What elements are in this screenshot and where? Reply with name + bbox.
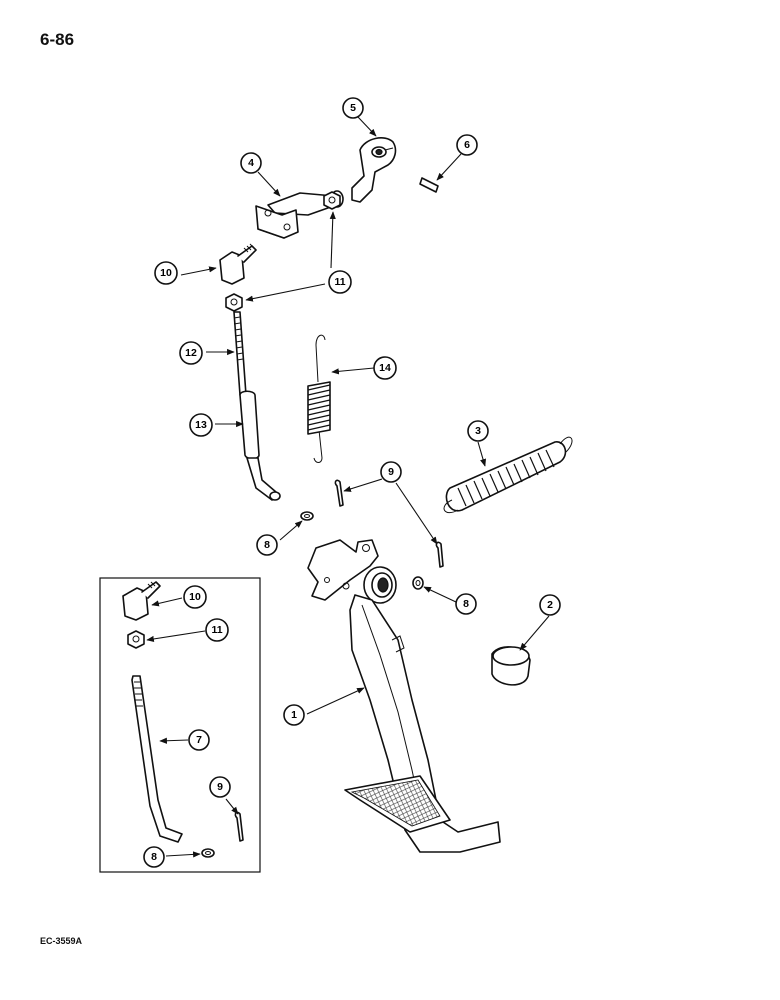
svg-text:10: 10 — [160, 267, 172, 279]
svg-text:9: 9 — [217, 781, 223, 793]
part-1-clutch-pedal — [307, 539, 501, 853]
part-2-bushing — [491, 646, 531, 686]
svg-text:7: 7 — [196, 734, 202, 746]
part-10-ball-joint-top — [219, 243, 257, 285]
part-14-extension-spring — [307, 334, 331, 463]
part-8-washer-inset — [201, 848, 215, 858]
callout-9-top: 9 — [380, 461, 402, 483]
svg-text:8: 8 — [463, 598, 469, 610]
figure-code: EC-3559A — [40, 936, 83, 946]
callout-8-right: 8 — [455, 593, 477, 615]
part-7-rod — [131, 675, 183, 843]
callout-11-top: 11 — [328, 270, 352, 294]
callout-13: 13 — [189, 413, 213, 437]
part-9-cotter-pin-upper — [334, 479, 344, 507]
svg-text:13: 13 — [195, 419, 207, 431]
svg-text:9: 9 — [388, 466, 394, 478]
callout-5: 5 — [342, 97, 364, 119]
part-9-cotter-pin-inset — [234, 811, 244, 842]
svg-text:6: 6 — [464, 139, 470, 151]
svg-text:4: 4 — [248, 157, 254, 169]
svg-text:14: 14 — [379, 362, 391, 374]
part-10-ball-joint-inset — [122, 581, 161, 621]
svg-text:8: 8 — [264, 539, 270, 551]
part-6-key — [419, 177, 439, 193]
inset-alternative-assembly — [99, 577, 261, 873]
svg-text:5: 5 — [350, 102, 356, 114]
svg-text:10: 10 — [189, 591, 201, 603]
callout-8-inset: 8 — [143, 846, 165, 868]
callout-1: 1 — [283, 704, 305, 726]
part-5-lever — [351, 137, 397, 203]
part-11-nut-top — [323, 191, 341, 210]
svg-text:12: 12 — [185, 347, 197, 359]
callout-11-inset: 11 — [205, 618, 229, 642]
callout-8-left: 8 — [256, 534, 278, 556]
part-3-return-spring — [443, 436, 573, 514]
callout-4: 4 — [240, 152, 262, 174]
callout-7: 7 — [188, 729, 210, 751]
callout-3: 3 — [467, 420, 489, 442]
part-9-cotter-pin-right — [435, 541, 444, 568]
svg-text:3: 3 — [475, 425, 481, 437]
callout-12: 12 — [179, 341, 203, 365]
svg-text:2: 2 — [547, 599, 553, 611]
part-11-nut-inset — [127, 630, 145, 649]
callout-6: 6 — [456, 134, 478, 156]
svg-text:11: 11 — [211, 624, 222, 636]
callout-9-inset: 9 — [209, 776, 231, 798]
callout-10-inset: 10 — [183, 585, 207, 609]
leader-lines — [146, 116, 550, 858]
callout-2: 2 — [539, 594, 561, 616]
part-12-threaded-rod — [233, 311, 247, 396]
page-number: 6-86 — [40, 30, 75, 49]
callout-10-top: 10 — [154, 261, 178, 285]
part-8-washer-left — [300, 511, 314, 521]
callout-14: 14 — [373, 356, 397, 380]
part-8-washer-right — [412, 576, 424, 590]
svg-text:1: 1 — [291, 709, 297, 721]
part-11-nut-mid — [225, 293, 243, 312]
svg-text:11: 11 — [334, 276, 345, 288]
svg-text:8: 8 — [151, 851, 157, 863]
part-13-rod-sleeve — [239, 390, 281, 501]
